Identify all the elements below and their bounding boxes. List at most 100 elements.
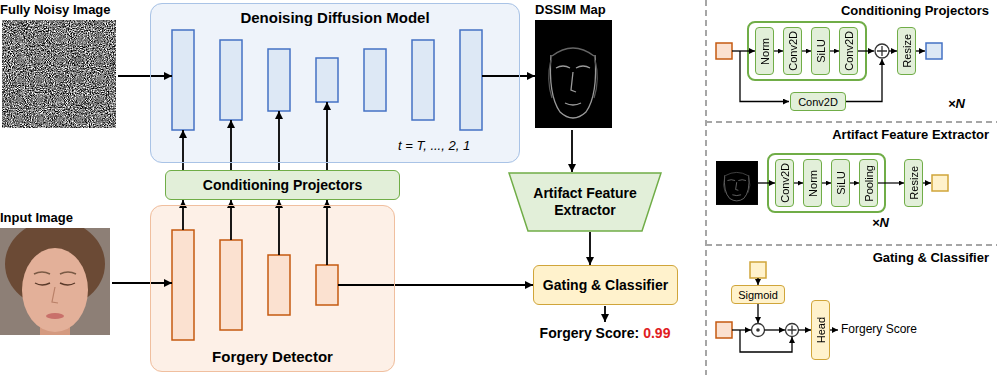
detector-layer — [268, 255, 290, 315]
layer-box: Norm — [803, 159, 822, 207]
node-text: Gating & Classifier — [708, 250, 989, 266]
node-text: Norm — [759, 38, 771, 65]
node-text: Fully Noisy Image — [0, 2, 118, 18]
connector-arrow — [326, 200, 328, 265]
node-text: Conditioning Projectors — [708, 3, 989, 19]
connector-arrow — [571, 130, 573, 172]
connector-arrow — [338, 284, 533, 286]
output-feature-square — [926, 43, 942, 59]
wire — [732, 50, 755, 51]
detector-layer — [316, 265, 338, 305]
artifact-feature-square — [750, 262, 766, 278]
block-group-outline — [768, 154, 885, 212]
add-symbol — [875, 44, 889, 58]
detector-layers — [172, 230, 338, 340]
image-heading: DSSIM Map — [535, 2, 613, 130]
connector-arrow — [112, 282, 172, 284]
connector-arrow — [118, 75, 172, 77]
node-text: Gating & Classifier — [543, 277, 668, 294]
detail-panel: Artifact Feature ExtractorConv2DNormSiLU… — [708, 124, 997, 244]
node-text: Norm — [807, 170, 819, 197]
layer-box: Conv2D — [783, 27, 802, 76]
node-text: Head — [815, 317, 827, 343]
connector-arrow — [878, 182, 904, 183]
node-text: Pooling — [863, 165, 875, 202]
closed-eyes — [35, 283, 75, 285]
wire — [857, 50, 874, 51]
connector-arrow — [850, 182, 859, 183]
layer-box: Conv2D — [839, 27, 858, 76]
add-symbol-cross — [788, 326, 797, 335]
nose — [52, 287, 58, 303]
layer-box: Head — [811, 300, 830, 360]
layer-box: Pooling — [859, 159, 878, 207]
wire — [732, 329, 751, 330]
detector-layer — [220, 240, 242, 330]
unet-layer — [220, 40, 242, 120]
unet-layer — [172, 30, 194, 130]
multiply-dot — [756, 328, 760, 332]
classifier-box: Gating & Classifier — [533, 265, 678, 305]
connector-arrow — [482, 75, 535, 77]
image-heading: Fully Noisy Image — [0, 2, 118, 130]
node-text: Sigmoid — [738, 289, 778, 301]
output-arrow — [604, 306, 606, 322]
unet-layer — [364, 49, 386, 111]
wire — [799, 329, 812, 330]
connector-arrow — [182, 130, 184, 170]
diffusion-model-fill — [150, 3, 520, 163]
eyebrows — [34, 272, 76, 274]
mouth — [46, 313, 64, 319]
node-text: Conv2D — [843, 31, 855, 71]
node-text: Conv2D — [787, 31, 799, 71]
multiply-symbol — [752, 324, 765, 337]
node-text: Resize — [901, 34, 913, 68]
repeat-count: ×N — [948, 96, 965, 112]
add-symbol — [786, 324, 799, 337]
input-face-image — [0, 228, 110, 335]
score-caption: Forgery Score: — [540, 325, 640, 342]
connector-arrow — [589, 232, 591, 265]
score-line: Forgery Score:0.99 — [520, 325, 690, 342]
node-text: Artifact Feature Extractor — [523, 185, 647, 219]
extractor-detail — [716, 154, 948, 212]
node-text: Denoising Diffusion Model — [240, 9, 429, 27]
separator — [706, 244, 997, 246]
block-group-outline — [748, 22, 866, 80]
connector-arrow — [278, 200, 280, 255]
unet-layer — [412, 40, 434, 120]
dssim-thumbnail — [716, 161, 758, 205]
layer-box: SiLU — [831, 159, 850, 207]
trapezoid-outline — [509, 173, 661, 231]
node-text: Input Image — [0, 210, 112, 226]
detector-block: Forgery Detector — [150, 205, 395, 372]
detector-layer — [172, 230, 194, 340]
panel-separators — [706, 0, 997, 375]
wire — [829, 329, 838, 330]
noise-image — [2, 20, 116, 128]
detail-panel: Gating & ClassifierSigmoidHead — [708, 247, 997, 375]
layer-box: Sigmoid — [731, 285, 785, 304]
separator — [705, 0, 707, 375]
connector-arrow — [278, 111, 280, 170]
image-heading: Input Image — [0, 210, 112, 337]
input-feature-square — [716, 43, 732, 59]
timestep-label: t = T, ..., 2, 1 — [398, 138, 470, 154]
wire — [758, 182, 775, 183]
unet-layer — [268, 49, 290, 111]
connector-arrow — [830, 50, 839, 51]
layer-box: Conv2D — [775, 159, 794, 208]
node-text: Conditioning Projectors — [203, 177, 362, 194]
connector-arrow — [774, 50, 783, 51]
face — [22, 248, 88, 332]
layer-box: SiLU — [811, 27, 830, 75]
separator — [706, 121, 997, 123]
layer-box: Resize — [904, 159, 923, 207]
wire — [889, 50, 897, 51]
connector-arrow — [802, 50, 811, 51]
unet-layer — [316, 58, 338, 102]
connector-arrow — [230, 200, 232, 240]
wire — [757, 303, 758, 323]
